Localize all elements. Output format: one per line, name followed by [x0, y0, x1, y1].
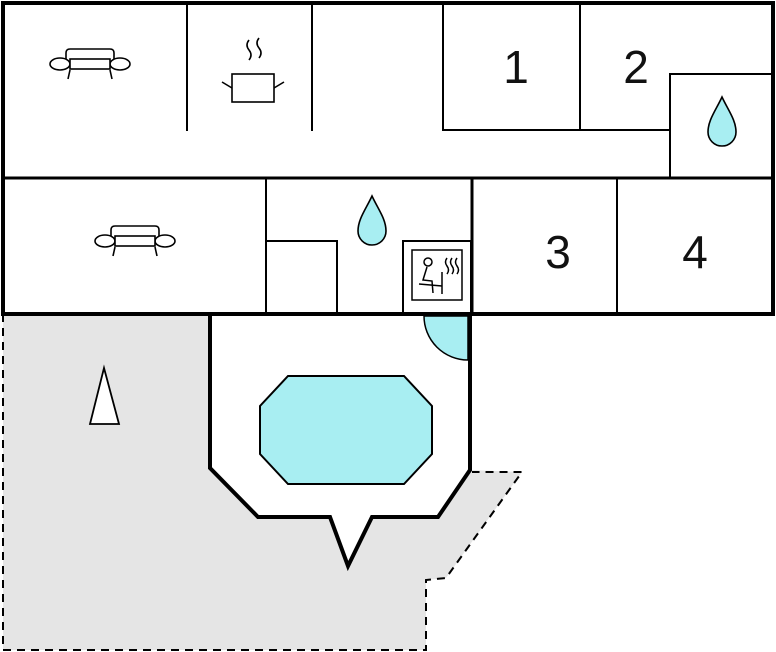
- sauna-icon: [411, 249, 463, 301]
- terrace: [2, 314, 524, 651]
- sofa-icon: [94, 225, 176, 257]
- sauna-door-swing: [423, 315, 469, 361]
- cooking-pot-icon: [221, 37, 285, 103]
- bedroom-2-label: 2: [623, 41, 649, 93]
- bedroom-1-label: 1: [503, 41, 529, 93]
- sofa-icon: [49, 48, 131, 80]
- bedroom-4-label: 4: [682, 226, 708, 278]
- house-walls: [1, 1, 775, 316]
- compass-north-icon: [88, 364, 121, 425]
- pool-icon: [259, 375, 433, 485]
- bedroom-3-label: 3: [545, 226, 571, 278]
- water-drop-icon: [707, 95, 737, 147]
- water-drop-icon: [357, 194, 387, 246]
